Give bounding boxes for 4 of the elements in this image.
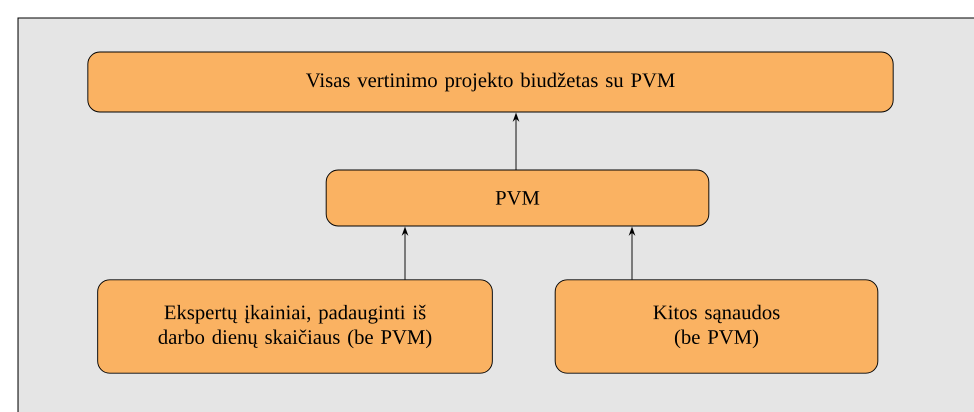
- process-box: PVM: [326, 170, 710, 226]
- process-box: Kitos sąnaudos (be PVM): [554, 279, 878, 374]
- process-box: Ekspertų įkainiai, padauginti iš darbo dienų skaičiaus (be PVM): [97, 279, 493, 374]
- process-box: Visas vertinimo projekto biudžetas su PVM: [87, 52, 894, 112]
